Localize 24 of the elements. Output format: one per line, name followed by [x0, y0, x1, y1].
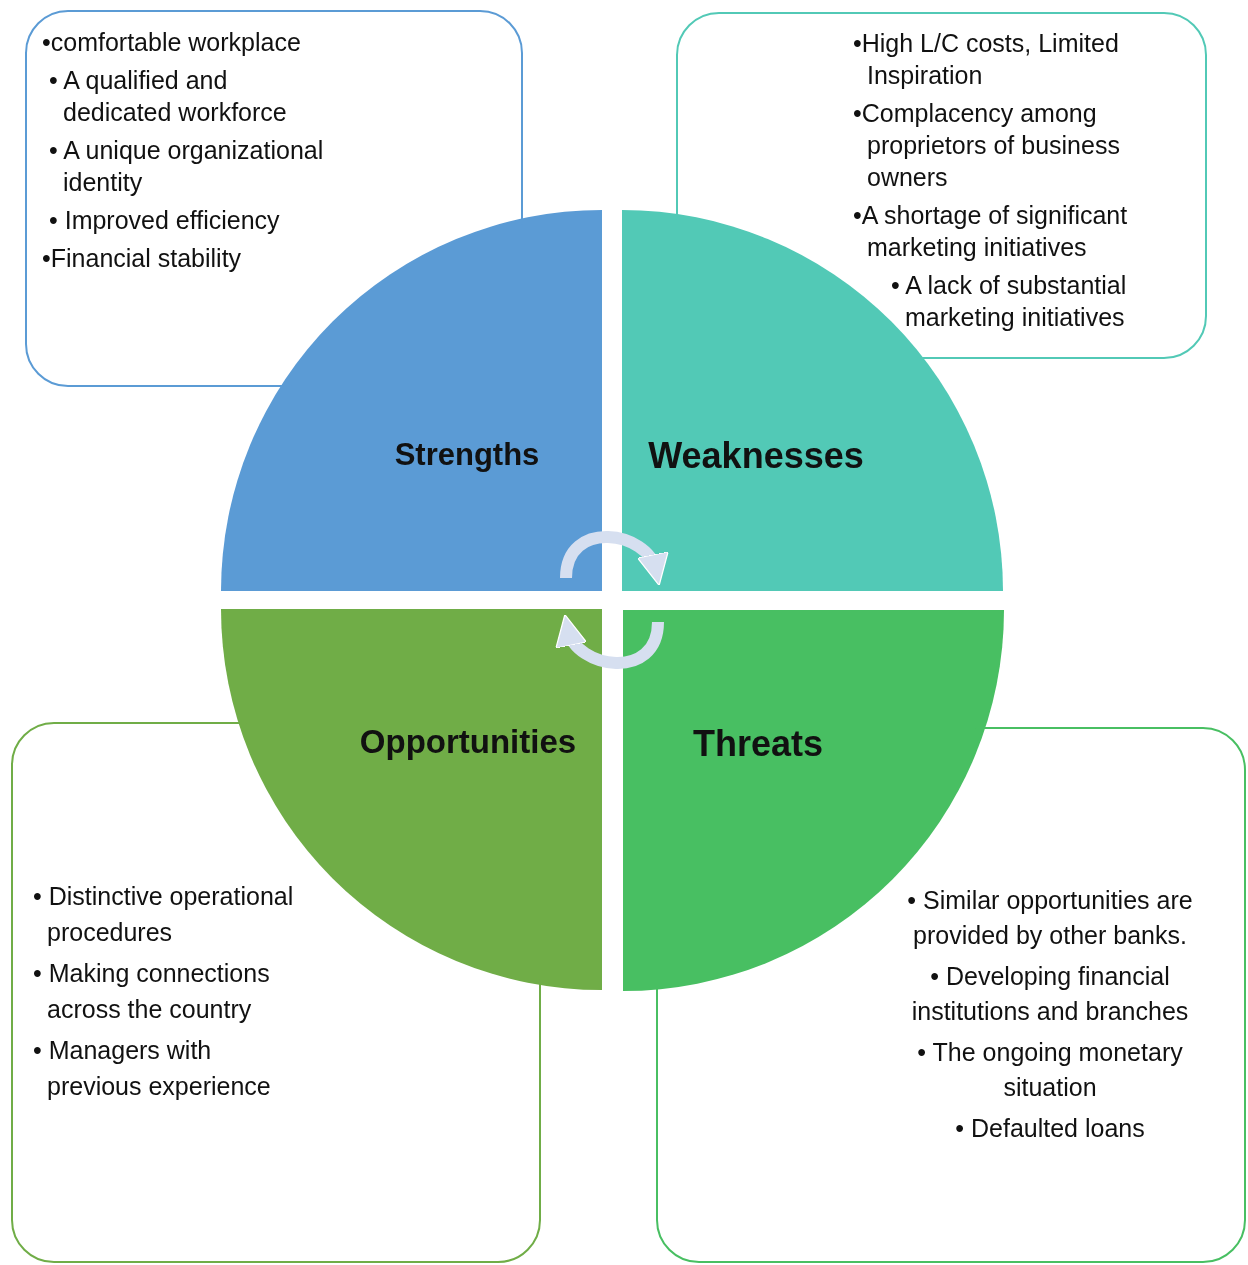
bullet-item: • A lack of substantial marketing initiatives	[891, 270, 1128, 333]
quadrant-title: Strengths	[394, 437, 540, 473]
quadrant-title: Threats	[693, 723, 823, 765]
bullet-item: • Improved efficiency	[49, 205, 281, 236]
bullet-item: • Managers with previous experience	[33, 1035, 272, 1102]
quadrant-title: Weaknesses	[648, 435, 864, 477]
bullet-item: •A shortage of significant marketing initiatives	[853, 200, 1129, 263]
cycle-arrow	[560, 531, 666, 586]
bullet-item: • Similar opportunities are provided by other banks.	[906, 885, 1194, 951]
cycle-arrow	[558, 614, 664, 669]
threats-list-box	[656, 727, 1246, 1263]
bullet-item: • Making connections across the country	[33, 958, 271, 1025]
bullet-item: • A unique organizational identity	[49, 135, 325, 198]
bullet-item: • Developing financial institutions and branches	[910, 961, 1190, 1027]
bullet-item: • Distinctive operational procedures	[33, 881, 295, 948]
weaknesses-list-box	[676, 12, 1207, 359]
bullet-item: • The ongoing monetary situation	[916, 1037, 1184, 1103]
bullet-item: • Defaulted loans	[954, 1113, 1146, 1144]
bullet-item: •Financial stability	[42, 243, 243, 274]
bullet-item: •comfortable workplace	[42, 27, 302, 58]
bullet-item: •High L/C costs, Limited Inspiration	[853, 28, 1120, 91]
bullet-item: •Complacency among proprietors of business owners	[853, 98, 1121, 193]
quadrant-title: Opportunities	[359, 723, 577, 761]
bullet-item: • A qualified and dedicated workforce	[49, 65, 288, 128]
